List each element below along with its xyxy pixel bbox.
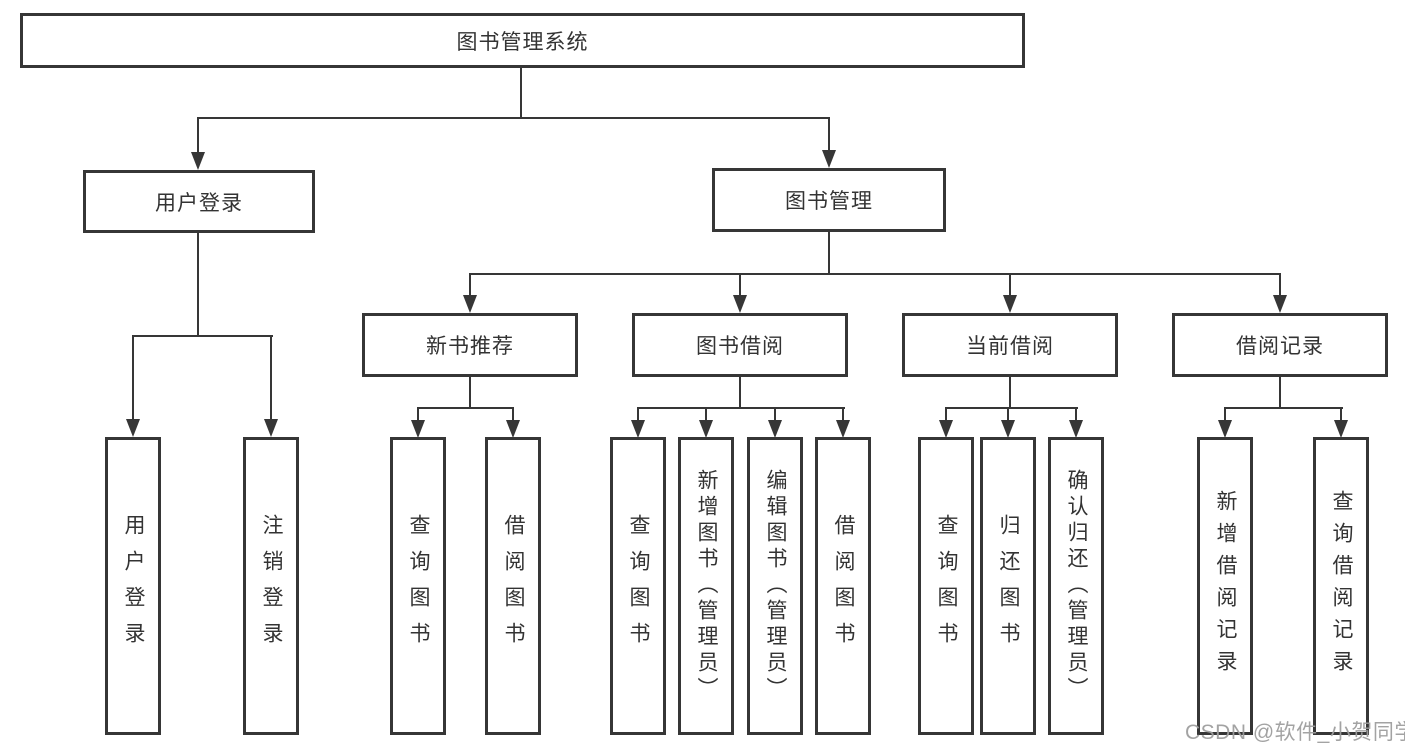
leaf-borrow-books: 借阅图书	[815, 437, 871, 735]
leaf-return-books: 归还图书	[980, 437, 1036, 735]
connector-current-borrow-bus	[945, 407, 1078, 409]
connector-root-stem	[520, 68, 522, 118]
arrow-down-icon	[1273, 295, 1287, 313]
connector-book-borrow-bus	[637, 407, 845, 409]
connector-stub	[1224, 407, 1226, 421]
connector-borrow-records-stem	[1279, 377, 1281, 408]
connector-stub	[1340, 407, 1342, 421]
connector-to-leaf-user-login	[132, 335, 134, 420]
connector-to-book-management	[828, 117, 830, 151]
connector-level2-bus	[197, 117, 830, 119]
node-borrow-records: 借阅记录	[1172, 313, 1388, 377]
connector-stub	[637, 407, 639, 421]
leaf-recommend-borrow-books: 借阅图书	[485, 437, 541, 735]
connector-user-login-bus	[132, 335, 273, 337]
arrow-down-icon	[822, 150, 836, 168]
arrow-down-icon	[631, 420, 645, 438]
connector-current-borrow-stem	[1009, 377, 1011, 408]
node-root: 图书管理系统	[20, 13, 1025, 68]
watermark: CSDN @软件_小贺同学	[1185, 721, 1405, 744]
node-book-management: 图书管理	[712, 168, 946, 232]
leaf-add-book-admin: 新增图书（管理员）	[678, 437, 734, 735]
arrow-down-icon	[1003, 295, 1017, 313]
connector-to-book-borrow	[739, 273, 741, 296]
arrow-down-icon	[733, 295, 747, 313]
arrow-down-icon	[699, 420, 713, 438]
connector-to-borrow-records	[1279, 273, 1281, 296]
leaf-borrow-query-books: 查询图书	[610, 437, 666, 735]
arrow-down-icon	[506, 420, 520, 438]
arrow-down-icon	[126, 419, 140, 437]
connector-book-management-stem	[828, 232, 830, 274]
arrow-down-icon	[463, 295, 477, 313]
connector-recommend-bus	[417, 407, 514, 409]
leaf-current-query-books: 查询图书	[918, 437, 974, 735]
leaf-logout: 注销登录	[243, 437, 299, 735]
connector-book-borrow-stem	[739, 377, 741, 408]
arrow-down-icon	[191, 152, 205, 170]
leaf-recommend-query-books: 查询图书	[390, 437, 446, 735]
connector-stub	[1075, 407, 1077, 421]
node-user-login: 用户登录	[83, 170, 315, 233]
node-current-borrow: 当前借阅	[902, 313, 1118, 377]
connector-stub	[417, 407, 419, 421]
arrow-down-icon	[411, 420, 425, 438]
connector-stub	[512, 407, 514, 421]
leaf-user-login: 用户登录	[105, 437, 161, 735]
arrow-down-icon	[1334, 420, 1348, 438]
leaf-query-borrow-record: 查询借阅记录	[1313, 437, 1369, 735]
arrow-down-icon	[1069, 420, 1083, 438]
connector-borrow-records-bus	[1224, 407, 1343, 409]
connector-stub	[842, 407, 844, 421]
arrow-down-icon	[264, 419, 278, 437]
leaf-add-borrow-record: 新增借阅记录	[1197, 437, 1253, 735]
connector-to-current-borrow	[1009, 273, 1011, 296]
node-book-borrow: 图书借阅	[632, 313, 848, 377]
arrow-down-icon	[1218, 420, 1232, 438]
arrow-down-icon	[1001, 420, 1015, 438]
leaf-confirm-return-admin: 确认归还（管理员）	[1048, 437, 1104, 735]
connector-to-leaf-logout	[270, 335, 272, 420]
connector-to-new-book-recommend	[469, 273, 471, 296]
arrow-down-icon	[939, 420, 953, 438]
node-new-book-recommend: 新书推荐	[362, 313, 578, 377]
connector-stub	[945, 407, 947, 421]
connector-stub	[705, 407, 707, 421]
leaf-edit-book-admin: 编辑图书（管理员）	[747, 437, 803, 735]
connector-stub	[774, 407, 776, 421]
connector-level3-bus	[469, 273, 1281, 275]
connector-to-user-login	[197, 117, 199, 153]
arrow-down-icon	[836, 420, 850, 438]
connector-stub	[1007, 407, 1009, 421]
connector-recommend-stem	[469, 377, 471, 408]
arrow-down-icon	[768, 420, 782, 438]
connector-user-login-stem	[197, 233, 199, 336]
